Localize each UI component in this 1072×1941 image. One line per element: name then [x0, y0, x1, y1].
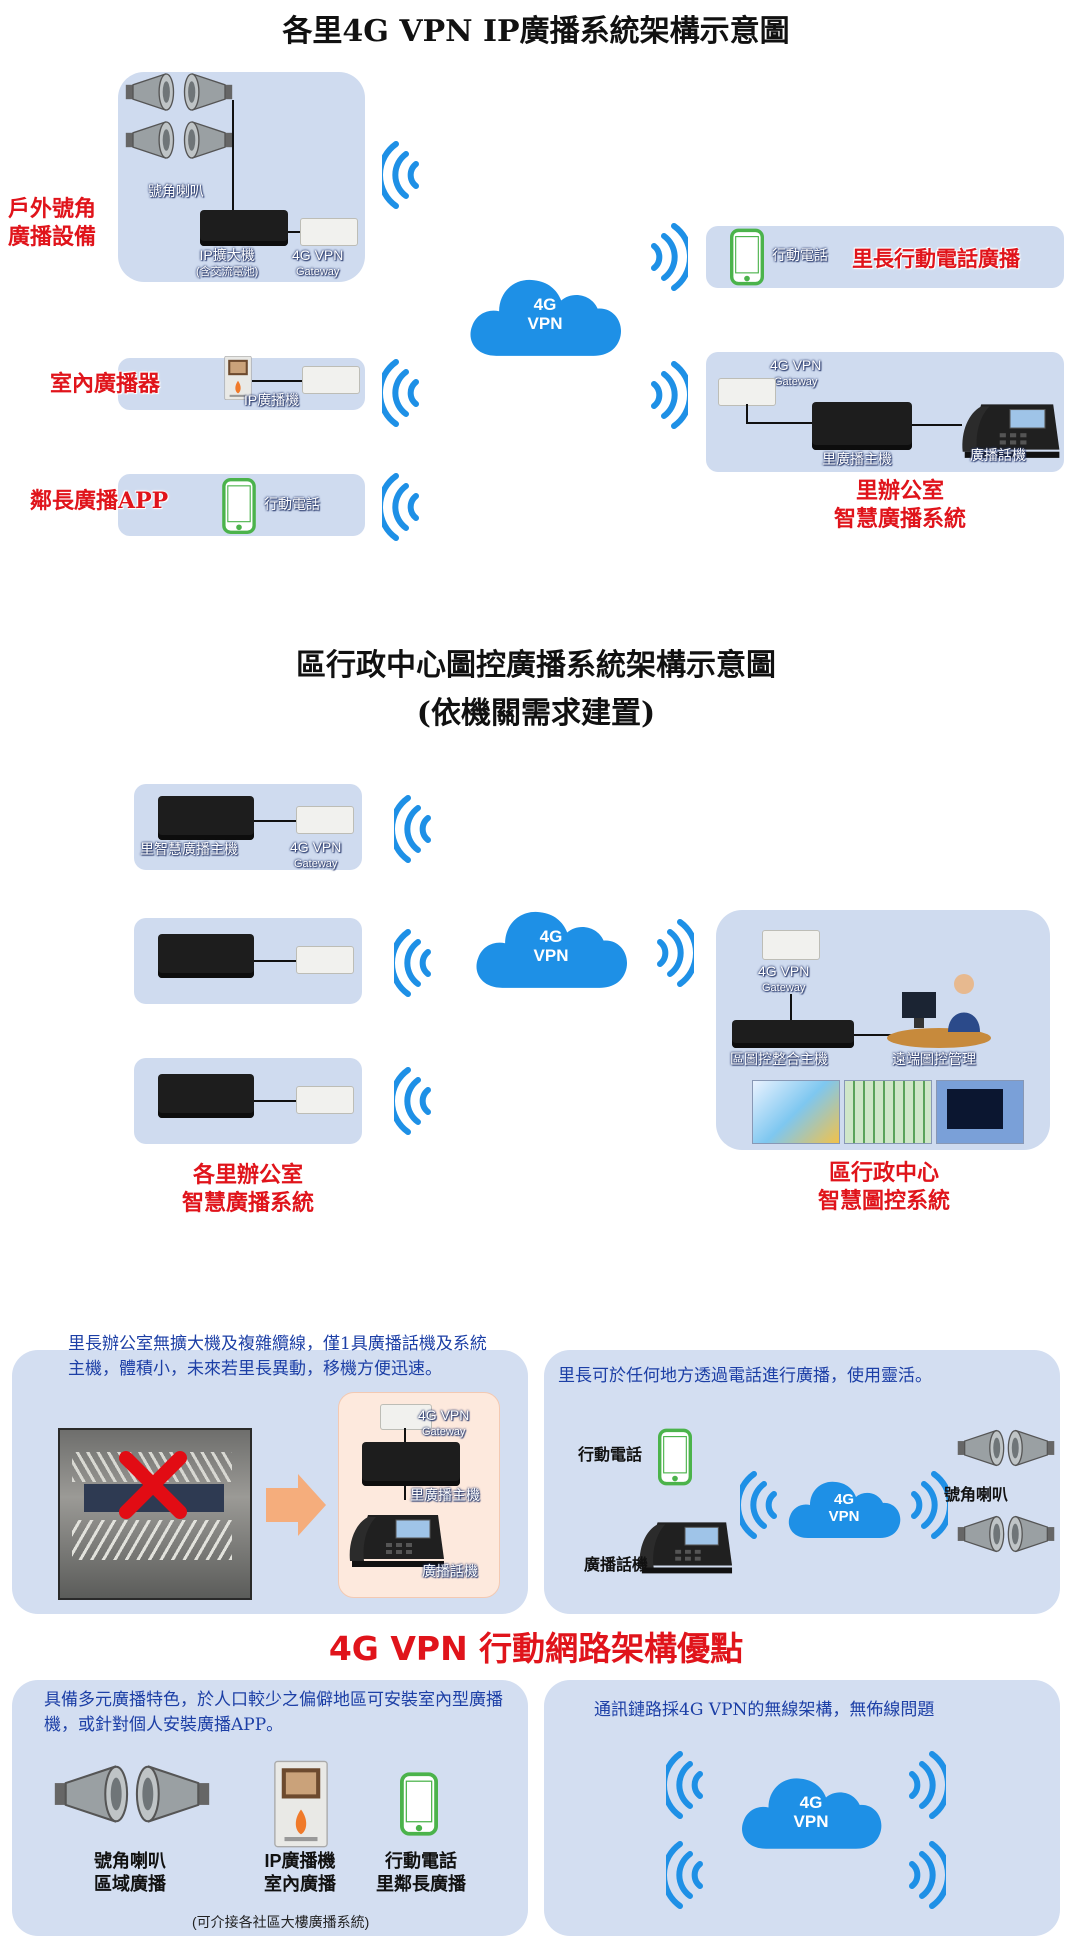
advantage-4-text: 通訊鏈路採4G VPN的無線架構，無佈線問題: [594, 1700, 935, 1720]
host-device: [362, 1442, 460, 1486]
outdoor-red-label: 戶外號角 廣播設備: [8, 196, 97, 250]
wifi-signal-icon: [906, 1750, 946, 1820]
p1-phone-label: 廣播話機: [422, 1563, 478, 1579]
vpn-cloud: 4G VPN: [736, 1766, 886, 1854]
advantage-panel-2: [544, 1350, 1060, 1614]
chief-phone-label: 行動電話: [772, 247, 828, 263]
right-red-label: 區行政中心 智慧圖控系統: [817, 1160, 950, 1214]
office-phone-label: 廣播話機: [970, 447, 1026, 463]
desk-phone-icon: [636, 1508, 734, 1578]
mobile-phone-icon: [658, 1428, 692, 1486]
mobile-phone-icon: [400, 1772, 438, 1836]
wifi-signal-icon: [394, 794, 434, 864]
vpn-cloud: 4G VPN: [470, 898, 632, 994]
vpn-cloud: 4G VPN: [464, 266, 626, 362]
screenshot-thumb: [844, 1080, 932, 1144]
advantage-1-text: 里長辦公室無擴大機及複雜纜線，僅1具廣播話機及系統主機，體積小，未來若里長異動，…: [68, 1334, 487, 1379]
indoor-red-label: 室內廣播器: [50, 371, 161, 397]
desk-phone-icon: [346, 1500, 446, 1572]
horn-speaker-icon: [180, 72, 234, 112]
horn-speaker-icon: [1004, 1514, 1056, 1554]
p3-ipbc-label: IP廣播機 室內廣播: [264, 1851, 336, 1894]
office-host-label: 里廣播主機: [822, 451, 892, 467]
section1-title: 各里4G VPN IP廣播系統架構示意圖: [282, 14, 790, 49]
wifi-signal-icon: [666, 1750, 706, 1820]
wifi-signal-icon: [654, 918, 694, 988]
office-red-label: 里辦公室 智慧廣播系統: [833, 478, 966, 532]
p2-mobile-label: 行動電話: [578, 1447, 643, 1464]
ip-amplifier: [200, 210, 288, 246]
remote-operator: [884, 970, 994, 1048]
horn-label: 號角喇叭: [148, 183, 204, 199]
horn-speaker-icon: [124, 72, 178, 112]
wifi-signal-icon: [394, 1066, 434, 1136]
p2-horn-label: 號角喇叭: [944, 1487, 1009, 1504]
center-host-label: 區圖控整合主機: [730, 1051, 828, 1067]
gateway-device: [296, 1086, 354, 1114]
wifi-signal-icon: [740, 1470, 780, 1540]
smart-host: [158, 1074, 254, 1118]
arrow-right-icon: [266, 1474, 326, 1536]
wifi-signal-icon: [382, 358, 422, 428]
app-red-label: 鄰長廣播APP: [30, 488, 169, 514]
wifi-signal-icon: [906, 1840, 946, 1910]
section2-subtitle: (依機關需求建置): [416, 696, 656, 731]
gateway-device: [718, 378, 776, 406]
horn-speaker-icon: [52, 1764, 134, 1824]
mobile-phone-icon: [222, 478, 256, 534]
horn-speaker-icon: [180, 120, 234, 160]
horn-speaker-icon: [1004, 1428, 1056, 1468]
gateway-device: [762, 930, 820, 960]
ip-broadcaster-icon: [272, 1760, 330, 1848]
gateway-device: [300, 218, 358, 246]
app-phone-label: 行動電話: [264, 496, 320, 512]
section3-title: 4G VPN 行動網路架構優點: [328, 1629, 744, 1668]
ip-bc-label: IP廣播機: [244, 392, 300, 408]
wifi-signal-icon: [394, 928, 434, 998]
p3-note: (可介接各社區大樓廣播系統): [192, 1914, 370, 1930]
advantage-3-text: 具備多元廣播特色，於人口較少之偏僻地區可安裝室內型廣播機，或針對個人安裝廣播AP…: [44, 1690, 503, 1735]
wifi-signal-icon: [648, 222, 688, 292]
p3-horn-label: 號角喇叭 區域廣播: [94, 1851, 166, 1894]
gateway-device: [380, 1404, 432, 1430]
chief-mobile-panel: [706, 226, 1064, 288]
wifi-signal-icon: [666, 1840, 706, 1910]
screenshot-thumb: [752, 1080, 840, 1144]
smart-host-label: 里智慧廣播主機: [140, 841, 238, 857]
gateway-device: [302, 366, 360, 394]
p1-host-label: 里廣播主機: [410, 1487, 480, 1503]
horn-speaker-icon: [130, 1764, 212, 1824]
cross-icon: [119, 1451, 187, 1519]
p2-deskphone-label: 廣播話機: [584, 1557, 649, 1574]
horn-speaker-icon: [956, 1428, 1008, 1468]
chief-phone-red-label: 里長行動電話廣播: [852, 246, 1020, 271]
smart-host: [158, 796, 254, 840]
remote-label: 遠端圖控管理: [892, 1051, 976, 1067]
office-host: [812, 402, 912, 450]
horn-speaker-icon: [124, 120, 178, 160]
gateway-device: [296, 806, 354, 834]
amp-label: IP擴大機(含交流電池): [196, 247, 259, 278]
wifi-signal-icon: [908, 1470, 948, 1540]
mobile-phone-icon: [730, 228, 764, 286]
wifi-signal-icon: [382, 140, 422, 210]
wifi-signal-icon: [382, 472, 422, 542]
vpn-cloud: 4G VPN: [784, 1472, 904, 1542]
gateway-device: [296, 946, 354, 974]
p3-mobile-label: 行動電話 里鄰長廣播: [376, 1851, 466, 1894]
left-red-label: 各里辦公室 智慧廣播系統: [181, 1162, 314, 1216]
section2-title: 區行政中心圖控廣播系統架構示意圖: [296, 648, 776, 683]
integration-host: [732, 1020, 854, 1048]
wifi-signal-icon: [648, 360, 688, 430]
screenshot-thumb: [936, 1080, 1024, 1144]
smart-host: [158, 934, 254, 978]
advantage-2-text: 里長可於任何地方透過電話進行廣播，使用靈活。: [558, 1366, 932, 1386]
horn-speaker-icon: [956, 1514, 1008, 1554]
